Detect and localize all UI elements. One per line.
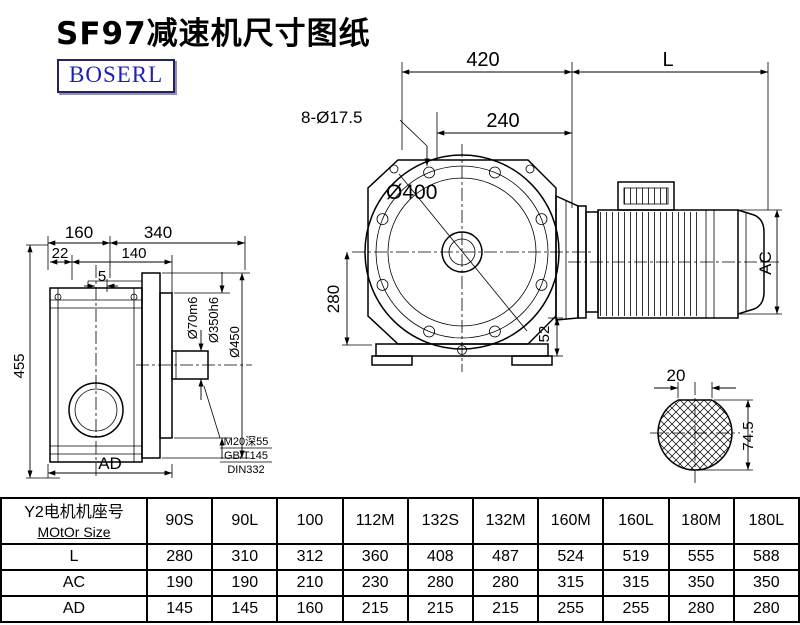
header-cn: Y2电机机座号 <box>24 503 124 521</box>
dim-70m6: Ø70m6 <box>185 297 200 340</box>
dim-8holes: 8-Ø17.5 <box>301 108 362 127</box>
dim-420: 420 <box>466 49 499 71</box>
dimension-labels: 160 340 22 140 5 455 AD Ø70m6 Ø350h6 Ø45… <box>11 49 775 476</box>
table-cell: 310 <box>211 543 279 571</box>
note-din332: DIN332 <box>227 464 264 476</box>
table-cell: 312 <box>276 543 344 571</box>
table-cell: 280 <box>667 595 735 623</box>
page-title: SF97减速机尺寸图纸 <box>56 16 371 52</box>
dim-L: L <box>662 49 673 71</box>
table-cell: 315 <box>602 569 670 597</box>
table-cell: 588 <box>732 543 800 571</box>
dim-340: 340 <box>144 223 172 242</box>
table-cell: 160 <box>276 595 344 623</box>
table-cell: 145 <box>211 595 279 623</box>
table-cell: 255 <box>602 595 670 623</box>
dim-22: 22 <box>52 245 69 262</box>
note-m20: M20深55 <box>224 435 269 448</box>
table-cell: 190 <box>211 569 279 597</box>
motor-size-table: Y2电机机座号 MOtOr Size 90S 90L 100 112M 132S… <box>0 497 800 623</box>
col-header-160M: 160M <box>537 497 605 545</box>
table-cell: 280 <box>406 569 474 597</box>
row-label-L: L <box>0 543 148 571</box>
table-row-L: L 280 310 312 360 408 487 524 519 555 58… <box>0 543 800 571</box>
dim-400: Ø400 <box>386 181 437 204</box>
table-cell: 215 <box>406 595 474 623</box>
dim-240: 240 <box>486 110 519 132</box>
table-cell: 350 <box>667 569 735 597</box>
front-view <box>342 62 592 372</box>
table-cell: 519 <box>602 543 670 571</box>
table-cell: 145 <box>145 595 214 623</box>
shaft-section-view <box>650 382 753 484</box>
dim-350h6: Ø350h6 <box>206 297 221 343</box>
table-header-row: Y2电机机座号 MOtOr Size 90S 90L 100 112M 132S… <box>0 497 800 545</box>
dim-280: 280 <box>324 285 343 313</box>
row-label-AC: AC <box>0 569 148 597</box>
table-cell: 524 <box>537 543 605 571</box>
note-gbt145: GB/T145 <box>224 450 268 462</box>
side-view <box>26 236 272 479</box>
dim-AC: AC <box>756 251 775 275</box>
dim-160: 160 <box>65 223 93 242</box>
table-row-AD: AD 145 145 160 215 215 215 255 255 280 2… <box>0 595 800 623</box>
table-cell: 350 <box>732 569 800 597</box>
table-cell: 190 <box>145 569 214 597</box>
col-header-100: 100 <box>276 497 344 545</box>
table-cell: 255 <box>537 595 605 623</box>
dim-52: 52 <box>536 326 553 343</box>
col-header-160L: 160L <box>602 497 670 545</box>
col-header-180M: 180M <box>667 497 735 545</box>
dim-140: 140 <box>121 245 146 262</box>
table-cell: 215 <box>471 595 540 623</box>
table-corner-header: Y2电机机座号 MOtOr Size <box>0 497 148 545</box>
dim-455: 455 <box>11 353 28 378</box>
col-header-180L: 180L <box>732 497 800 545</box>
table-cell: 280 <box>145 543 214 571</box>
table-cell: 230 <box>341 569 409 597</box>
col-header-90L: 90L <box>211 497 279 545</box>
col-header-112M: 112M <box>341 497 409 545</box>
table-cell: 360 <box>341 543 409 571</box>
table-cell: 487 <box>471 543 540 571</box>
dim-5: 5 <box>98 268 106 285</box>
table-cell: 215 <box>341 595 409 623</box>
boserl-logo: BOSERL <box>57 59 176 93</box>
col-header-90S: 90S <box>145 497 214 545</box>
table-cell: 555 <box>667 543 735 571</box>
dim-74-5: 74.5 <box>740 421 757 450</box>
header-en: MOtOr Size <box>37 523 111 540</box>
dim-20: 20 <box>667 366 686 385</box>
dim-AD: AD <box>98 454 122 473</box>
table-cell: 280 <box>471 569 540 597</box>
table-cell: 315 <box>537 569 605 597</box>
dim-450: Ø450 <box>227 326 242 358</box>
table-cell: 408 <box>406 543 474 571</box>
dimension-drawing: 160 340 22 140 5 455 AD Ø70m6 Ø350h6 Ø45… <box>11 49 782 484</box>
col-header-132S: 132S <box>406 497 474 545</box>
table-cell: 280 <box>732 595 800 623</box>
row-label-AD: AD <box>0 595 148 623</box>
table-row-AC: AC 190 190 210 230 280 280 315 315 350 3… <box>0 569 800 597</box>
col-header-132M: 132M <box>471 497 540 545</box>
table-cell: 210 <box>276 569 344 597</box>
motor-view <box>568 62 782 319</box>
